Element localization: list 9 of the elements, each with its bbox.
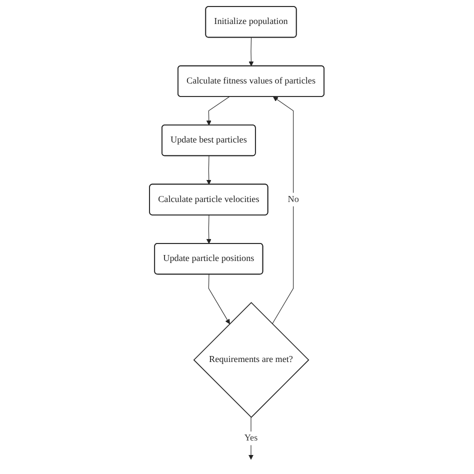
arrow bbox=[206, 214, 212, 244]
node-diamond: Requirements are met? bbox=[194, 302, 310, 418]
arrow bbox=[248, 37, 254, 66]
arrow bbox=[206, 96, 230, 126]
arrow bbox=[206, 156, 212, 185]
edge-label: Yes bbox=[244, 433, 258, 443]
arrow bbox=[208, 274, 230, 324]
arrow bbox=[272, 96, 294, 324]
edge-label: No bbox=[288, 194, 300, 204]
